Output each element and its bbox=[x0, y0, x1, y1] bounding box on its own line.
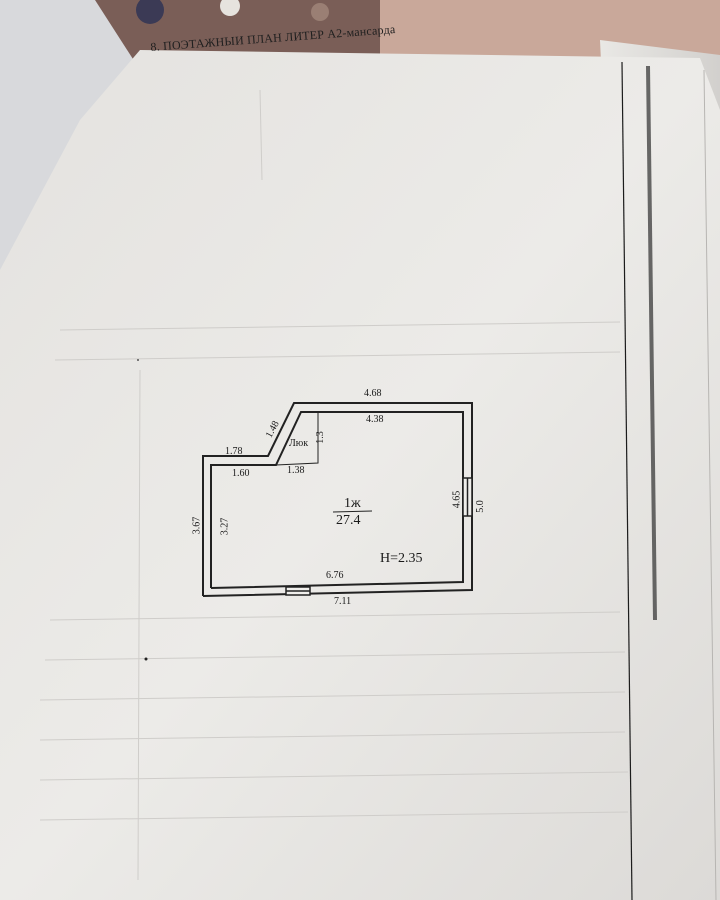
room-fraction-line bbox=[332, 510, 373, 513]
dim-bottom-inner: 6.76 bbox=[326, 570, 344, 581]
hatch-outline bbox=[275, 412, 319, 466]
mark-dot bbox=[144, 657, 148, 661]
dim-right-inner: 4.65 bbox=[451, 490, 463, 509]
fabric-pattern-blob bbox=[136, 0, 164, 24]
fabric-pattern-dot bbox=[311, 3, 329, 21]
mark-dot bbox=[137, 359, 139, 361]
dim-right-outer: 5.0 bbox=[474, 500, 486, 513]
ghost-lines bbox=[39, 89, 629, 881]
dim-hatch-height: 1.3 bbox=[314, 431, 326, 444]
room-area: 27.4 bbox=[336, 513, 361, 528]
dim-bottom-outer: 7.11 bbox=[334, 596, 352, 607]
window-bottom bbox=[285, 586, 311, 596]
margin-line bbox=[621, 61, 633, 900]
fabric-pattern-flower bbox=[220, 0, 240, 16]
dim-left-inner: 3.27 bbox=[219, 517, 231, 536]
ceiling-height: H=2.35 bbox=[380, 551, 423, 566]
page-edge-line bbox=[703, 69, 717, 900]
dim-left-outer: 3.67 bbox=[191, 516, 203, 535]
dim-top-outer: 4.68 bbox=[364, 388, 382, 399]
floor-plan-walls bbox=[202, 402, 473, 597]
binding-stain bbox=[646, 65, 657, 621]
dim-hatch-width: 1.38 bbox=[287, 465, 305, 476]
hatch-label: Люк bbox=[289, 438, 309, 449]
dim-left-top-outer: 1.78 bbox=[225, 446, 243, 457]
room-name: 1ж bbox=[344, 496, 361, 511]
window-right bbox=[462, 477, 473, 517]
main-page bbox=[0, 50, 720, 900]
dim-top-inner: 4.38 bbox=[366, 414, 384, 425]
dim-left-top-inner: 1.60 bbox=[232, 468, 250, 479]
